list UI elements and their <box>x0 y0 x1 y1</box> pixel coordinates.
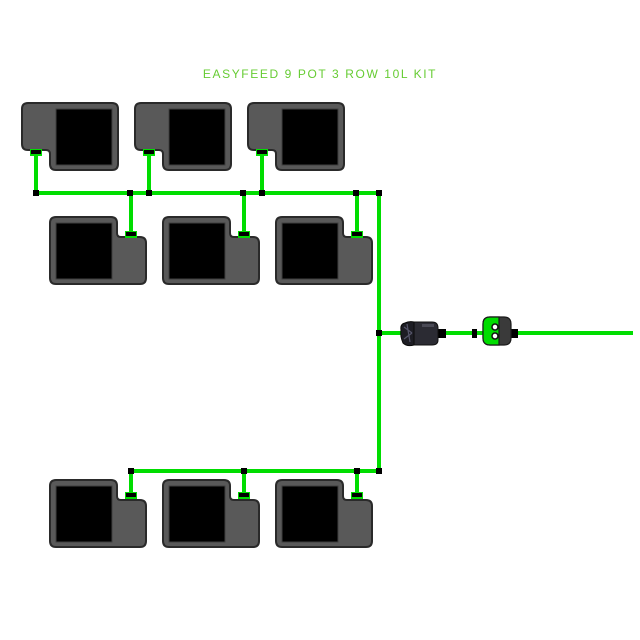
pot-connector <box>144 150 154 154</box>
pot-growing-medium <box>281 222 339 280</box>
pot-8 <box>162 479 260 548</box>
pot-growing-medium <box>55 485 113 543</box>
filter-highlight <box>422 324 434 327</box>
pipe-joints <box>33 190 382 474</box>
inline-filter <box>400 321 446 347</box>
shutoff-valve[interactable] <box>472 316 518 346</box>
pot-connectors <box>30 149 363 499</box>
tee-joint <box>33 190 39 196</box>
pot-4 <box>49 216 147 285</box>
pot-2 <box>134 102 232 171</box>
pot-connector <box>352 493 362 497</box>
pot-growing-medium <box>55 222 113 280</box>
tee-joint <box>146 190 152 196</box>
valve-port-bottom <box>491 332 499 340</box>
tee-joint <box>376 468 382 474</box>
valve-green-face <box>482 316 500 346</box>
kit-title: EASYFEED 9 POT 3 ROW 10L KIT <box>202 67 438 81</box>
pot-1 <box>21 102 119 171</box>
tee-joint <box>353 190 359 196</box>
tee-joint <box>127 190 133 196</box>
pot-connector <box>126 232 136 236</box>
pot-connector <box>126 493 136 497</box>
tee-joint <box>376 190 382 196</box>
tee-joint <box>241 468 247 474</box>
filter-icon <box>411 321 439 346</box>
pot-grid <box>21 102 373 548</box>
pot-connector <box>31 150 41 154</box>
filter-grille <box>403 323 413 343</box>
pot-growing-medium <box>168 485 226 543</box>
filter-outlet-connector <box>438 329 446 338</box>
pot-growing-medium <box>55 108 113 166</box>
pot-9 <box>275 479 373 548</box>
pot-3 <box>247 102 345 171</box>
pot-connector <box>239 232 249 236</box>
tee-joint <box>354 468 360 474</box>
tee-joint <box>259 190 265 196</box>
tee-joint <box>376 330 382 336</box>
pot-growing-medium <box>281 108 339 166</box>
pot-connector <box>352 232 362 236</box>
valve-port-top <box>491 323 499 331</box>
pot-6 <box>275 216 373 285</box>
pot-5 <box>162 216 260 285</box>
tee-joint <box>128 468 134 474</box>
pot-7 <box>49 479 147 548</box>
pot-connector <box>239 493 249 497</box>
pipe-network <box>34 154 633 493</box>
pot-growing-medium <box>281 485 339 543</box>
tee-joint <box>240 190 246 196</box>
pot-growing-medium <box>168 108 226 166</box>
pot-growing-medium <box>168 222 226 280</box>
valve-inlet-connector <box>472 329 477 338</box>
valve-outlet-connector <box>511 329 518 338</box>
pot-connector <box>257 150 267 154</box>
